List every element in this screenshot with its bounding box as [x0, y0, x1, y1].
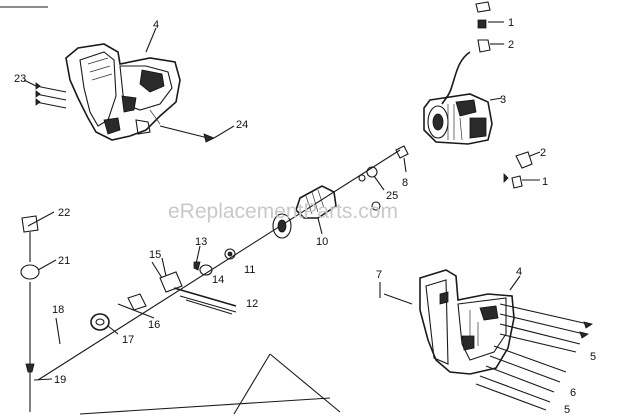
part-22-knob[interactable] — [21, 215, 39, 262]
callout-3: 3 — [500, 94, 506, 106]
callout-6: 6 — [570, 387, 576, 399]
callout-13: 13 — [195, 236, 207, 248]
leader-22 — [27, 211, 55, 227]
part-3-motor[interactable] — [423, 93, 503, 145]
part-12-shaft[interactable] — [173, 287, 237, 315]
callout-1-right: 1 — [542, 176, 548, 188]
part-8-washer[interactable] — [395, 145, 409, 173]
leader-21 — [37, 259, 57, 271]
part-saw-housing-upper[interactable] — [65, 43, 181, 141]
callout-4-bottom: 4 — [516, 266, 522, 278]
callout-17: 17 — [122, 334, 134, 346]
callout-15: 15 — [149, 249, 161, 261]
part-1-top-cap[interactable] — [475, 1, 504, 29]
callout-2-right: 2 — [540, 147, 546, 159]
part-1-right-cap[interactable] — [503, 173, 540, 189]
callout-5-lower: 5 — [564, 404, 570, 416]
part-24-bolt[interactable] — [159, 125, 235, 143]
part-19-screw[interactable] — [25, 360, 35, 412]
callout-7: 7 — [376, 269, 382, 281]
part-10-armature[interactable] — [272, 185, 337, 239]
callout-19: 19 — [54, 374, 66, 386]
part-17-collar[interactable] — [90, 313, 119, 335]
callout-18: 18 — [52, 304, 64, 316]
callout-14: 14 — [212, 274, 224, 286]
part-25-spacer[interactable] — [358, 166, 385, 211]
part-11-bearing[interactable] — [224, 248, 236, 260]
callout-12: 12 — [246, 298, 258, 310]
part-5-lower-screws[interactable] — [475, 375, 551, 411]
callout-8: 8 — [402, 177, 408, 189]
part-18-rod[interactable] — [29, 310, 61, 360]
part-7-screw[interactable] — [379, 282, 413, 305]
part-15-spindle[interactable] — [159, 257, 183, 293]
callout-5-upper: 5 — [590, 351, 596, 363]
leader-15 — [151, 261, 163, 279]
callout-23: 23 — [14, 73, 26, 85]
part-2-right-brush[interactable] — [515, 151, 541, 169]
part-2-top-brush[interactable] — [477, 39, 504, 53]
main-shaft-axis — [37, 149, 401, 381]
callout-22: 22 — [58, 207, 70, 219]
leader-4-bottom — [509, 275, 521, 291]
part-14-gear[interactable] — [199, 264, 213, 276]
part-6-screws[interactable] — [485, 345, 567, 393]
part-23-screws[interactable] — [23, 79, 67, 109]
part-13-pin[interactable] — [193, 245, 201, 271]
part-saw-housing-lower[interactable] — [419, 269, 515, 375]
callout-16: 16 — [148, 319, 160, 331]
callout-24: 24 — [236, 119, 248, 131]
callout-11: 11 — [244, 264, 255, 276]
callout-10: 10 — [316, 236, 328, 248]
callout-1-top: 1 — [508, 17, 514, 29]
leader-4-top — [145, 27, 157, 53]
base-line-vert — [233, 353, 271, 415]
base-line-diag — [269, 353, 341, 413]
part-5-upper-screws[interactable] — [499, 303, 593, 353]
power-cord — [441, 51, 471, 105]
base-line-left — [79, 397, 331, 415]
callout-25: 25 — [386, 190, 398, 202]
callout-21: 21 — [58, 255, 70, 267]
callout-2-top: 2 — [508, 39, 514, 51]
leader-19 — [33, 378, 53, 381]
part-21-nut[interactable] — [20, 264, 40, 310]
part-16-clip[interactable] — [117, 293, 155, 319]
watermark-text: eReplacementParts.com — [168, 200, 398, 223]
callout-4-top: 4 — [153, 19, 159, 31]
